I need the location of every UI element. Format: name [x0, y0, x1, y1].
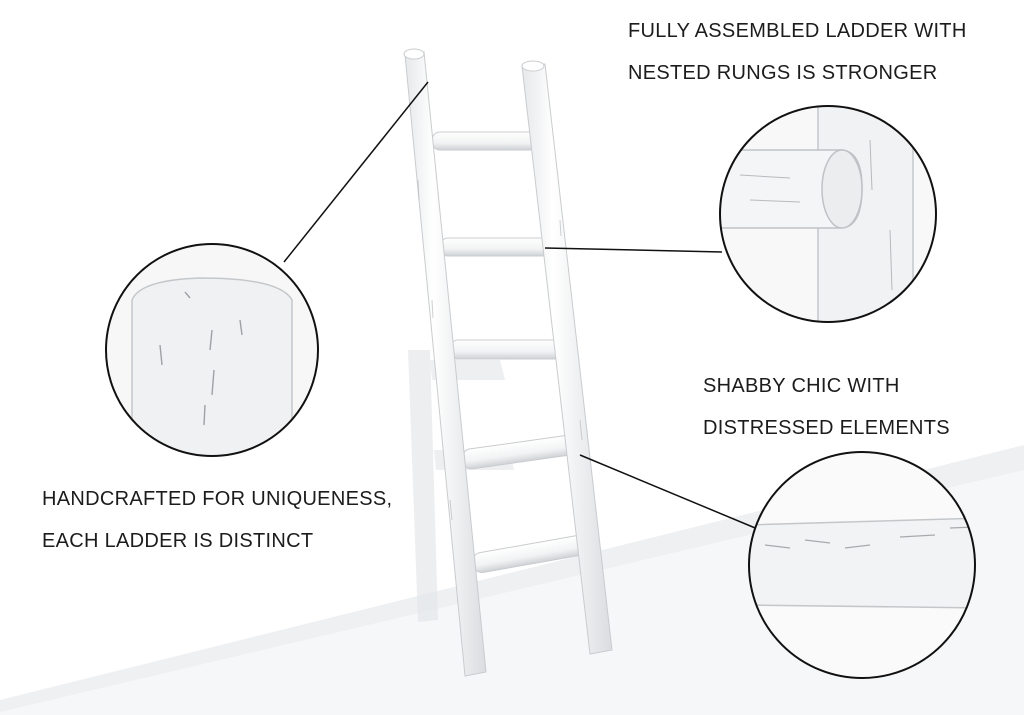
caption-handcrafted: HANDCRAFTED FOR UNIQUENESS, EACH LADDER … [42, 478, 392, 562]
ladder-rung [449, 339, 566, 360]
callout-line-handcrafted [283, 81, 429, 263]
caption-assembled-line1: FULLY ASSEMBLED LADDER WITH [628, 20, 967, 42]
caption-handcrafted-line2: EACH LADDER IS DISTINCT [42, 530, 314, 552]
detail-circle-distressed-rung [748, 451, 976, 679]
detail-circle-rung-joint [719, 105, 937, 323]
caption-handcrafted-line1: HANDCRAFTED FOR UNIQUENESS, [42, 488, 393, 510]
caption-assembled-line2: NESTED RUNGS IS STRONGER [628, 62, 938, 84]
caption-distressed-line1: SHABBY CHIC WITH [703, 375, 900, 397]
callout-line-distressed [579, 454, 773, 536]
ladder-rung [461, 434, 581, 470]
ladder-rung [439, 237, 551, 257]
ladder [403, 48, 613, 677]
callout-line-assembled [544, 247, 723, 253]
caption-distressed-line2: DISTRESSED ELEMENTS [703, 417, 950, 439]
callout-lines [283, 81, 773, 536]
caption-assembled: FULLY ASSEMBLED LADDER WITH NESTED RUNGS… [628, 10, 967, 94]
ladder-rung [431, 131, 543, 151]
detail-circle-end-grain [105, 243, 319, 457]
caption-distressed: SHABBY CHIC WITH DISTRESSED ELEMENTS [703, 365, 950, 449]
